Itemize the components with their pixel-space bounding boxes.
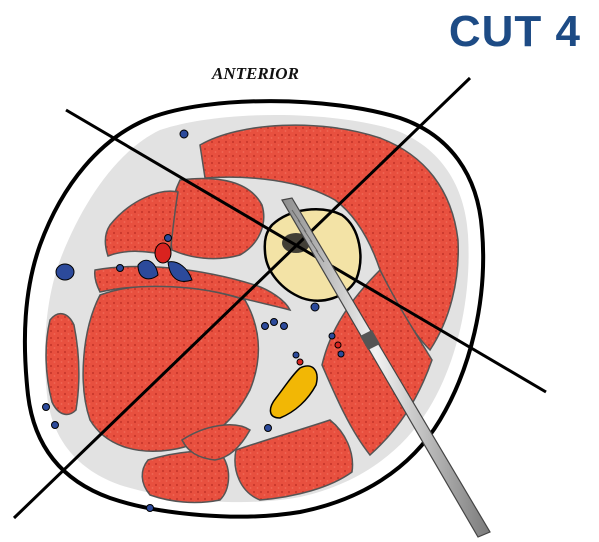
left-edge-muscle bbox=[46, 314, 79, 415]
artery-icon bbox=[155, 243, 171, 263]
orientation-label: ANTERIOR bbox=[212, 64, 299, 84]
page-title: CUT 4 bbox=[449, 4, 581, 60]
vein-icon-3 bbox=[56, 264, 74, 280]
